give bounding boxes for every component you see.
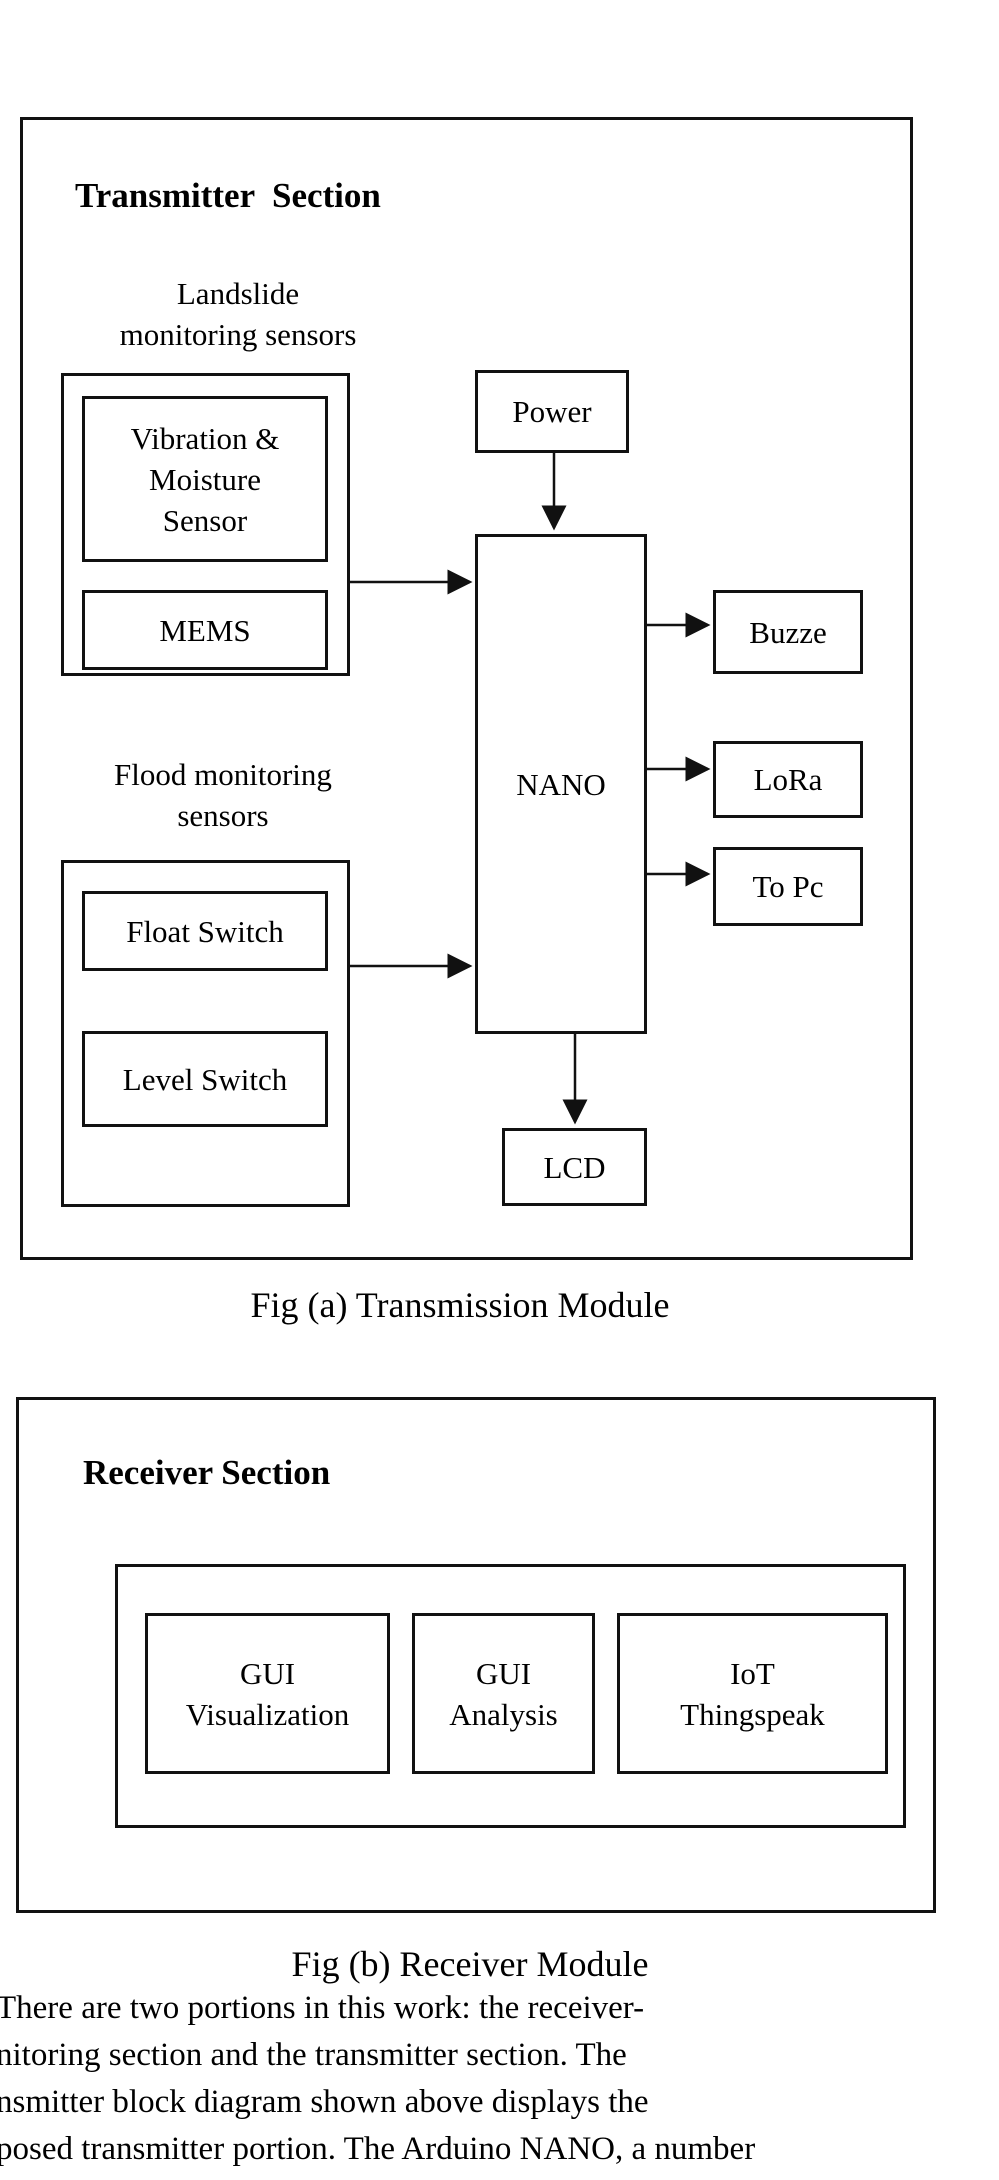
landslide-sensors-label: Landslide monitoring sensors <box>119 276 357 352</box>
paragraph-line: nitoring section and the transmitter sec… <box>0 2037 627 2073</box>
vibration-moisture-sensor-box: Vibration & Moisture Sensor <box>82 396 328 562</box>
buzzer-box: Buzze <box>713 590 863 674</box>
paragraph-line: nsmitter block diagram shown above displ… <box>0 2084 649 2120</box>
figure-b-caption: Fig (b) Receiver Module <box>291 1944 649 1984</box>
iot-thingspeak-box: IoT Thingspeak <box>617 1613 888 1774</box>
nano-box: NANO <box>475 534 647 1034</box>
transmitter-title: Transmitter Section <box>75 176 381 215</box>
lcd-box: LCD <box>502 1128 647 1206</box>
paragraph-line: posed transmitter portion. The Arduino N… <box>0 2131 756 2167</box>
receiver-title: Receiver Section <box>83 1453 331 1492</box>
lora-box: LoRa <box>713 741 863 818</box>
gui-visualization-box: GUI Visualization <box>145 1613 390 1774</box>
flood-sensors-label: Flood monitoring sensors <box>114 757 332 833</box>
figure-a-caption: Fig (a) Transmission Module <box>250 1285 670 1325</box>
topc-box: To Pc <box>713 847 863 926</box>
mems-box: MEMS <box>82 590 328 670</box>
gui-analysis-box: GUI Analysis <box>412 1613 595 1774</box>
body-paragraph: There are two portions in this work: the… <box>0 1985 999 2173</box>
level-switch-box: Level Switch <box>82 1031 328 1127</box>
float-switch-box: Float Switch <box>82 891 328 971</box>
power-box: Power <box>475 370 629 453</box>
paragraph-line: There are two portions in this work: the… <box>0 1990 645 2026</box>
